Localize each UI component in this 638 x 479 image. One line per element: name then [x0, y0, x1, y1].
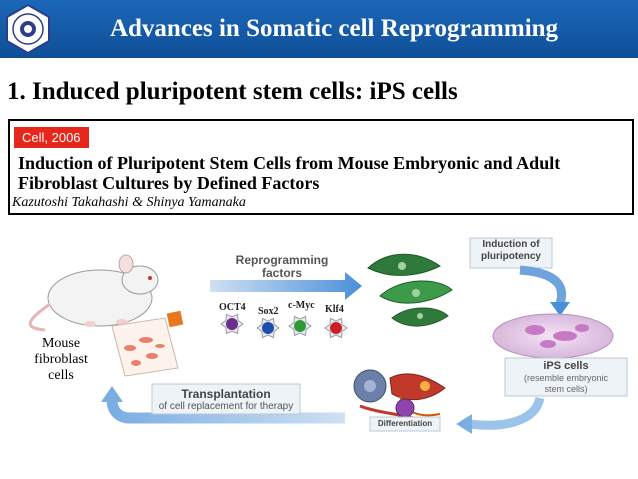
factor-label-oct4: OCT4 [219, 302, 246, 313]
ips-dish-illustration [492, 313, 614, 359]
green-cells-illustration [367, 253, 453, 327]
factor-molecules [220, 313, 348, 339]
mouse-fibroblast-label: Mouse fibroblast cells [34, 336, 88, 383]
induction-label: Induction of pluripotency [480, 239, 541, 262]
factor-label-klf4: Klf4 [325, 304, 344, 315]
culture-flask-illustration [111, 310, 184, 377]
mouse-illustration [28, 254, 159, 332]
section-heading: 1. Induced pluripotent stem cells: iPS c… [7, 78, 458, 105]
ips-label-box [504, 357, 628, 397]
factor-molecule-oct4 [220, 313, 244, 335]
journal-badge: Cell, 2006 [14, 127, 89, 148]
factor-label-sox2: Sox2 [258, 306, 279, 317]
factor-molecule-c-myc [288, 315, 312, 337]
transplantation-arrow [106, 399, 345, 424]
paper-citation-box: Cell, 2006 Induction of Pluripotent Stem… [8, 119, 634, 215]
reprogramming-factors-label: Reprogramming factors [235, 253, 329, 280]
differentiation-arrow [469, 396, 545, 430]
reprogramming-diagram [28, 237, 628, 434]
reprogramming-arrow [210, 272, 362, 300]
university-logo-icon [6, 3, 50, 55]
factor-molecule-klf4 [324, 317, 348, 339]
transplantation-label: Transplantation [181, 387, 271, 401]
ips-label: iPS cells [543, 360, 589, 372]
factor-label-c-myc: c-Myc [288, 300, 315, 311]
ips-sublabel: (resemble embryonic stem cells) [523, 373, 609, 394]
factor-molecule-sox2 [256, 317, 280, 339]
paper-title: Induction of Pluripotent Stem Cells from… [18, 153, 561, 193]
transplantation-label-box [151, 383, 301, 415]
slide-title: Advances in Somatic cell Reprogramming [109, 15, 559, 42]
title-bar: Advances in Somatic cell Reprogramming [0, 0, 638, 58]
differentiation-label-box [369, 416, 441, 432]
induction-arrow [519, 265, 567, 306]
transplantation-sublabel: of cell replacement for therapy [158, 401, 294, 412]
induction-label-box [469, 237, 553, 269]
differentiation-label: Differentiation [377, 419, 433, 428]
differentiated-cells-illustration [353, 369, 446, 426]
paper-authors: Kazutoshi Takahashi & Shinya Yamanaka [12, 195, 246, 210]
